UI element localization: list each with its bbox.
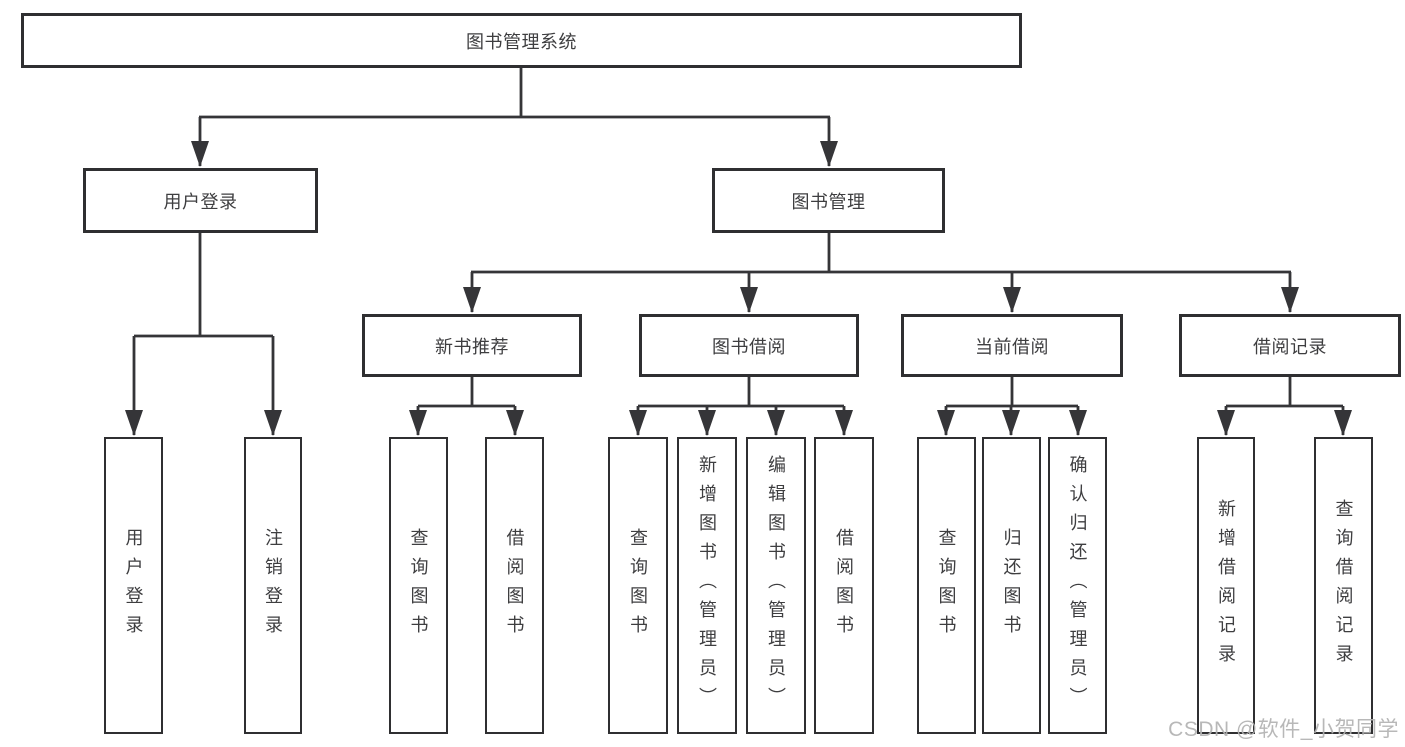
node-label: 图书借阅 [712,336,786,357]
leaf-edit-books-admin: 编辑图书（管理员） [746,437,806,734]
node-label: 当前借阅 [975,336,1049,357]
leaf-query-books-current: 查询图书 [917,437,976,734]
node-book-borrow: 图书借阅 [639,314,859,377]
node-label: 图书管理 [791,191,866,212]
node-borrow-records: 借阅记录 [1179,314,1401,377]
leaf-return-books: 归还图书 [982,437,1041,734]
node-new-book-recommend: 新书推荐 [362,314,582,377]
leaf-label: 注销登录 [263,527,283,644]
leaf-borrow-books-recommend: 借阅图书 [485,437,544,734]
leaf-label: 借阅图书 [504,527,525,644]
leaf-label: 查询图书 [628,527,648,644]
node-label: 新书推荐 [435,336,509,357]
leaf-query-books-recommend: 查询图书 [389,437,448,734]
node-book-management: 图书管理 [712,168,945,233]
leaf-confirm-return-admin: 确认归还（管理员） [1048,437,1107,734]
leaf-label: 查询图书 [408,527,429,644]
leaf-label: 借阅图书 [834,527,854,644]
leaf-label: 新增图书（管理员） [697,455,717,716]
leaf-label: 新增借阅记录 [1216,498,1236,673]
node-label: 图书管理系统 [466,31,577,52]
leaf-add-borrow-record: 新增借阅记录 [1197,437,1255,734]
leaf-logout-login: 注销登录 [244,437,302,734]
leaf-label: 用户登录 [123,527,144,644]
leaf-query-books-borrow: 查询图书 [608,437,668,734]
leaf-label: 查询借阅记录 [1333,498,1354,673]
leaf-label: 查询图书 [936,527,957,644]
leaf-label: 编辑图书（管理员） [766,455,786,716]
leaf-user-login: 用户登录 [104,437,163,734]
node-library-management-system: 图书管理系统 [21,13,1022,68]
leaf-borrow-books: 借阅图书 [814,437,874,734]
csdn-watermark: CSDN @软件_小贺同学 [1168,718,1399,741]
node-label: 借阅记录 [1253,336,1327,357]
leaf-label: 确认归还（管理员） [1067,455,1088,716]
leaf-label: 归还图书 [1001,527,1022,644]
node-label: 用户登录 [163,191,238,212]
node-user-login: 用户登录 [83,168,318,233]
leaf-add-books-admin: 新增图书（管理员） [677,437,737,734]
leaf-query-borrow-record: 查询借阅记录 [1314,437,1373,734]
node-current-borrow: 当前借阅 [901,314,1123,377]
